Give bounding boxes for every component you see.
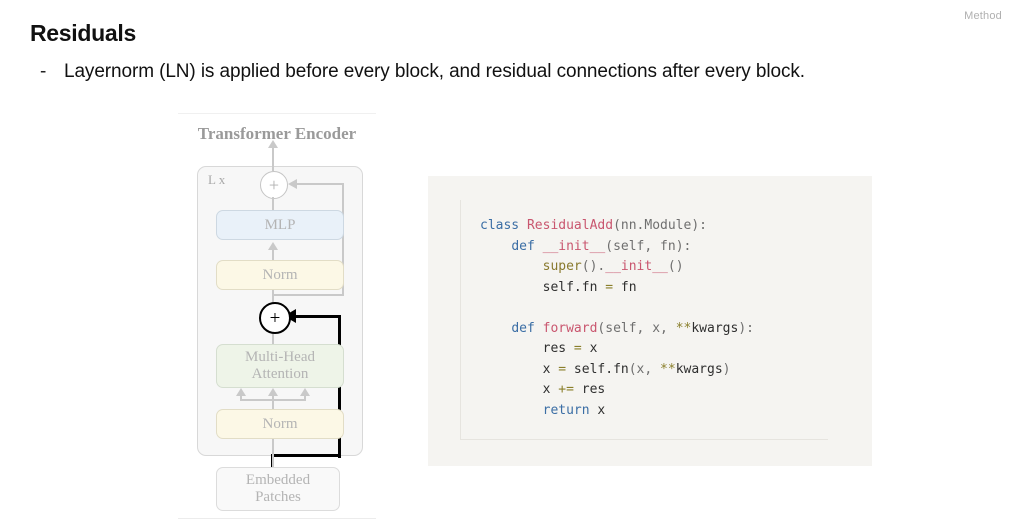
bullet-marker: - bbox=[40, 61, 47, 82]
code-token: kwargs bbox=[691, 320, 739, 336]
code-token: forward bbox=[542, 320, 598, 336]
code-token: = bbox=[605, 279, 614, 295]
code-token bbox=[480, 321, 511, 336]
code-line bbox=[480, 298, 754, 319]
code-token: = bbox=[558, 361, 567, 377]
node-multi-head-attention-label: Multi-Head Attention bbox=[245, 349, 315, 382]
code-token: x bbox=[597, 402, 606, 418]
code-token bbox=[480, 259, 543, 274]
qkv-arrow-v-icon bbox=[300, 388, 310, 396]
code-token: return bbox=[542, 402, 598, 418]
code-token: x bbox=[581, 341, 598, 356]
code-token: self.fn bbox=[566, 361, 629, 377]
node-multi-head-attention: Multi-Head Attention bbox=[216, 344, 344, 388]
residual-top-line-bottom bbox=[272, 294, 344, 296]
code-token: += bbox=[558, 382, 574, 397]
diagram-stage: L x + MLP Norm + Mult bbox=[178, 114, 376, 520]
code-token: class bbox=[480, 218, 527, 233]
bullet-text: Layernorm (LN) is applied before every b… bbox=[64, 61, 805, 82]
node-embedded-patches-label: Embedded Patches bbox=[245, 472, 311, 505]
node-norm-bottom: Norm bbox=[216, 409, 344, 439]
node-mlp: MLP bbox=[216, 210, 344, 240]
norm-top-to-mlp-arrow-icon bbox=[268, 242, 278, 250]
page-title: Residuals bbox=[30, 20, 136, 46]
diagram-title: Transformer Encoder bbox=[197, 124, 357, 143]
code-line: x += res bbox=[480, 380, 754, 401]
repeat-count-label: L x bbox=[208, 172, 226, 187]
code-line: def forward(self, x, **kwargs): bbox=[480, 319, 754, 340]
code-token: __init__ bbox=[542, 238, 606, 254]
residual-top-line-right bbox=[342, 184, 344, 296]
residual-add-bottom: + bbox=[259, 302, 291, 334]
norm-top-to-mlp-line bbox=[272, 248, 274, 260]
code-token: = bbox=[573, 341, 582, 356]
mlp-to-plus-line bbox=[272, 197, 274, 210]
plus-bottom-to-norm-top-line bbox=[272, 290, 274, 306]
code-token: __init__ bbox=[605, 259, 668, 274]
code-token: x bbox=[480, 382, 559, 397]
code-line: super().__init__() bbox=[480, 257, 754, 278]
code-token: ** bbox=[660, 361, 676, 377]
qkv-stem-line bbox=[272, 399, 274, 409]
residual-add-top: + bbox=[260, 171, 288, 199]
code-line: x = self.fn(x, **kwargs) bbox=[480, 360, 754, 381]
code-token: () bbox=[667, 259, 684, 274]
qkv-line-v bbox=[304, 394, 306, 400]
attention-to-plus-line bbox=[272, 328, 274, 346]
code-token: ): bbox=[738, 320, 754, 336]
code-token: (self, fn): bbox=[605, 238, 692, 254]
output-line bbox=[272, 146, 274, 171]
code-token: (). bbox=[581, 259, 606, 274]
node-norm-top: Norm bbox=[216, 260, 344, 290]
code-token: fn bbox=[613, 279, 637, 295]
code-token: def bbox=[511, 238, 543, 254]
code-token: self.fn bbox=[480, 279, 606, 295]
code-token bbox=[480, 403, 543, 418]
residual-highlight-line-bottom bbox=[271, 454, 341, 458]
qkv-line-q bbox=[240, 394, 242, 400]
residual-top-line-top bbox=[296, 183, 344, 185]
code-token: res bbox=[480, 341, 574, 356]
code-line: self.fn = fn bbox=[480, 278, 754, 299]
code-line: class ResidualAdd(nn.Module): bbox=[480, 216, 754, 237]
embedded-to-norm-line bbox=[272, 439, 274, 469]
code-line: def __init__(self, fn): bbox=[480, 237, 754, 258]
residual-highlight-line-top bbox=[296, 315, 341, 319]
code-token: def bbox=[511, 320, 543, 336]
code-token: (self, x, bbox=[597, 320, 676, 336]
code-line: return x bbox=[480, 401, 754, 422]
output-arrow-icon bbox=[268, 140, 278, 148]
bullet-item: - Layernorm (LN) is applied before every… bbox=[40, 59, 805, 85]
node-embedded-patches: Embedded Patches bbox=[216, 467, 340, 511]
code-token: ) bbox=[722, 361, 731, 377]
code-token: ** bbox=[675, 320, 692, 336]
code-line: res = x bbox=[480, 339, 754, 360]
qkv-arrow-k-icon bbox=[268, 388, 278, 396]
section-label: Method bbox=[964, 10, 1002, 22]
transformer-encoder-diagram: Transformer Encoder L x + MLP Norm + bbox=[178, 113, 376, 519]
code-token: ResidualAdd bbox=[526, 218, 614, 233]
qkv-arrow-q-icon bbox=[236, 388, 246, 396]
code-token: x bbox=[480, 361, 559, 377]
code-token: (x, bbox=[628, 361, 661, 377]
code-token bbox=[480, 239, 511, 254]
code-frame bbox=[460, 200, 828, 440]
code-token: kwargs bbox=[675, 361, 723, 377]
code-token: super bbox=[542, 259, 582, 274]
residual-top-arrow-icon bbox=[288, 179, 297, 189]
code-panel: class ResidualAdd(nn.Module): def __init… bbox=[428, 176, 872, 466]
qkv-line-k bbox=[272, 394, 274, 400]
code-token: (nn.Module): bbox=[613, 218, 707, 233]
code-token: res bbox=[573, 382, 606, 397]
code-snippet: class ResidualAdd(nn.Module): def __init… bbox=[480, 216, 754, 421]
